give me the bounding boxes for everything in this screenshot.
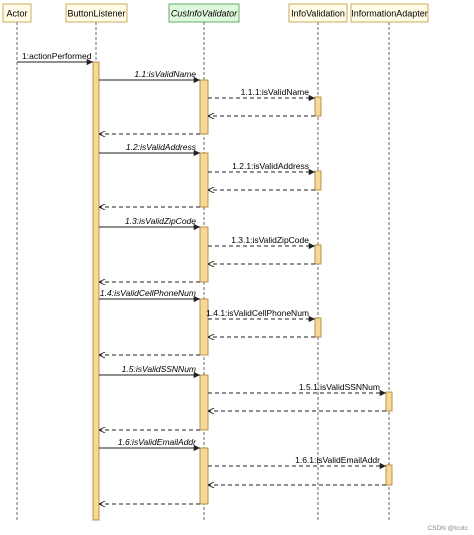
activation-cus-info-validator-9 bbox=[199, 374, 209, 431]
message-label: 1.4:isValidCellPhoneNum bbox=[100, 288, 196, 298]
activation-cus-info-validator-11 bbox=[199, 447, 209, 505]
button-listener-header-box bbox=[65, 3, 128, 23]
message-label: 1.1:isValidName bbox=[134, 69, 196, 79]
cus-info-validator-header-label: CusInfoValidator bbox=[171, 9, 238, 19]
message-21: 1.6:isValidEmailAddr bbox=[99, 437, 200, 452]
activation-info-validation-8 bbox=[314, 317, 322, 338]
participant-info-validation: InfoValidation bbox=[288, 3, 348, 23]
message-label: 1:actionPerformed bbox=[22, 51, 92, 61]
message-9: 1.3:isValidZipCode bbox=[99, 216, 200, 231]
activation-cus-info-validator-7 bbox=[199, 298, 209, 356]
message-label: 1.2:isValidAddress bbox=[126, 142, 197, 152]
message-0: 1:actionPerformed bbox=[17, 51, 93, 66]
message-label: 1.5.1:isValidSSNNum bbox=[299, 382, 380, 392]
message-label: 1.3:isValidZipCode bbox=[125, 216, 196, 226]
message-2: 1.1.1:isValidName bbox=[208, 87, 315, 102]
message-13: 1.4:isValidCellPhoneNum bbox=[99, 288, 200, 303]
message-6: 1.2.1:isValidAddress bbox=[208, 161, 315, 176]
message-14: 1.4.1:isValidCellPhoneNum bbox=[206, 308, 315, 323]
activation-cus-info-validator-5 bbox=[199, 226, 209, 283]
messages: 1:actionPerformed 1.1:isValidName 1.1.1:is… bbox=[17, 51, 386, 504]
activation-info-validation-6 bbox=[314, 244, 322, 265]
participant-cus-info-validator: CusInfoValidator bbox=[168, 3, 240, 23]
message-10: 1.3.1:isValidZipCode bbox=[208, 235, 315, 250]
information-adapter-header-label: InformationAdapter bbox=[351, 9, 428, 19]
participant-information-adapter: InformationAdapter bbox=[350, 3, 429, 23]
message-5: 1.2:isValidAddress bbox=[99, 142, 200, 157]
participant-actor: Actor bbox=[2, 3, 32, 23]
activation-information-adapter-10 bbox=[385, 391, 393, 412]
message-label: 1.4.1:isValidCellPhoneNum bbox=[206, 308, 309, 318]
message-label: 1.6.1:isValidEmailAddr bbox=[295, 455, 380, 465]
activation-cus-info-validator-3 bbox=[199, 152, 209, 208]
message-1: 1.1:isValidName bbox=[99, 69, 200, 84]
message-label: 1.5:isValidSSNNum bbox=[122, 364, 196, 374]
participant-button-listener: ButtonListener bbox=[65, 3, 128, 23]
information-adapter-header-box bbox=[350, 3, 429, 23]
activation-cus-info-validator-1 bbox=[199, 79, 209, 135]
activation-button-listener-0 bbox=[92, 61, 100, 521]
activation-info-validation-4 bbox=[314, 170, 322, 191]
message-label: 1.6:isValidEmailAddr bbox=[118, 437, 197, 447]
message-17: 1.5:isValidSSNNum bbox=[99, 364, 200, 379]
message-label: 1.2.1:isValidAddress bbox=[232, 161, 309, 171]
info-validation-header-label: InfoValidation bbox=[291, 9, 345, 19]
activation-info-validation-2 bbox=[314, 96, 322, 117]
actor-header-label: Actor bbox=[6, 9, 27, 19]
cus-info-validator-header-box bbox=[168, 3, 240, 23]
message-label: 1.3.1:isValidZipCode bbox=[231, 235, 309, 245]
message-label: 1.1.1:isValidName bbox=[241, 87, 310, 97]
activation-information-adapter-12 bbox=[385, 464, 393, 486]
info-validation-header-box bbox=[288, 3, 348, 23]
message-18: 1.5.1:isValidSSNNum bbox=[208, 382, 386, 397]
watermark: CSDN @tcotc bbox=[427, 525, 468, 532]
button-listener-header-label: ButtonListener bbox=[67, 9, 125, 19]
activation-bars bbox=[92, 61, 393, 521]
actor-header-box bbox=[2, 3, 32, 23]
participant-headers: Actor ButtonListener CusInfoValidator InfoV… bbox=[2, 3, 429, 23]
message-22: 1.6.1:isValidEmailAddr bbox=[208, 455, 386, 470]
